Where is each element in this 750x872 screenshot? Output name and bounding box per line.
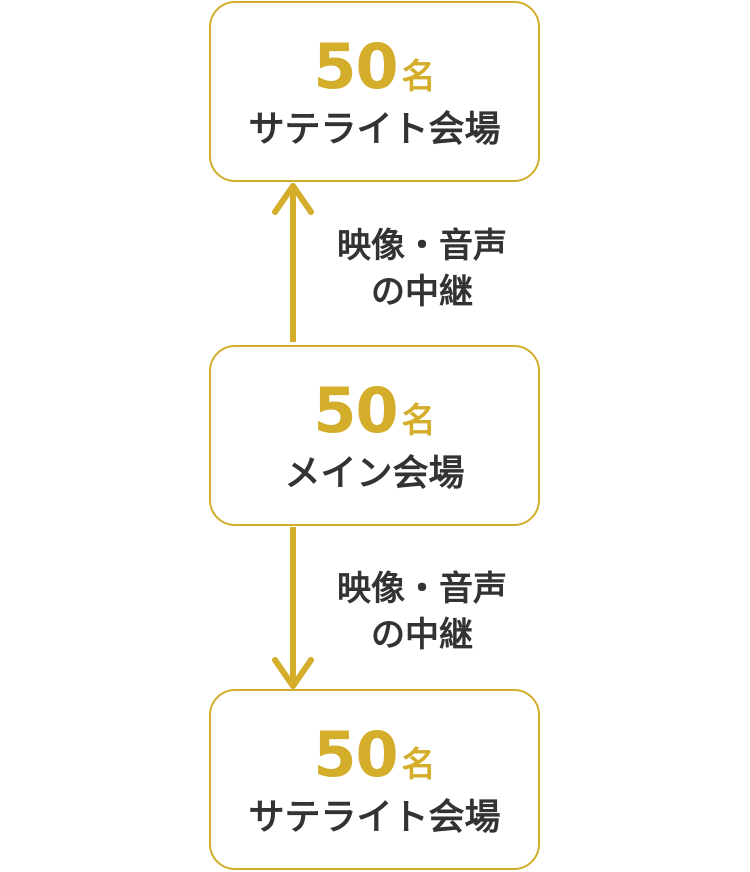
capacity-unit: 名 [401,56,436,97]
caption-line-2: の中継 [371,272,473,312]
capacity: 50 名 [313,373,436,447]
capacity-unit: 名 [401,400,436,441]
main-venue-box: 50 名 メイン会場 [209,345,540,526]
caption-line-1: 映像・音声 [337,569,507,609]
caption-line-2: の中継 [371,615,473,655]
capacity-number: 50 [313,29,398,103]
caption-line-1: 映像・音声 [337,226,507,266]
capacity-number: 50 [313,717,398,791]
arrow-up-to-top-venue [272,183,314,342]
arrow-down-to-bottom-venue [272,527,314,689]
venue-label: サテライト会場 [248,796,501,838]
capacity-unit: 名 [401,744,436,785]
venue-label: メイン会場 [284,452,465,494]
capacity: 50 名 [313,29,436,103]
top-satellite-venue-box: 50 名 サテライト会場 [209,1,540,182]
capacity-number: 50 [313,373,398,447]
capacity: 50 名 [313,717,436,791]
upper-transmission-caption: 映像・音声 の中継 [322,223,522,315]
bottom-satellite-venue-box: 50 名 サテライト会場 [209,689,540,870]
venue-label: サテライト会場 [248,108,501,150]
lower-transmission-caption: 映像・音声 の中継 [322,566,522,658]
